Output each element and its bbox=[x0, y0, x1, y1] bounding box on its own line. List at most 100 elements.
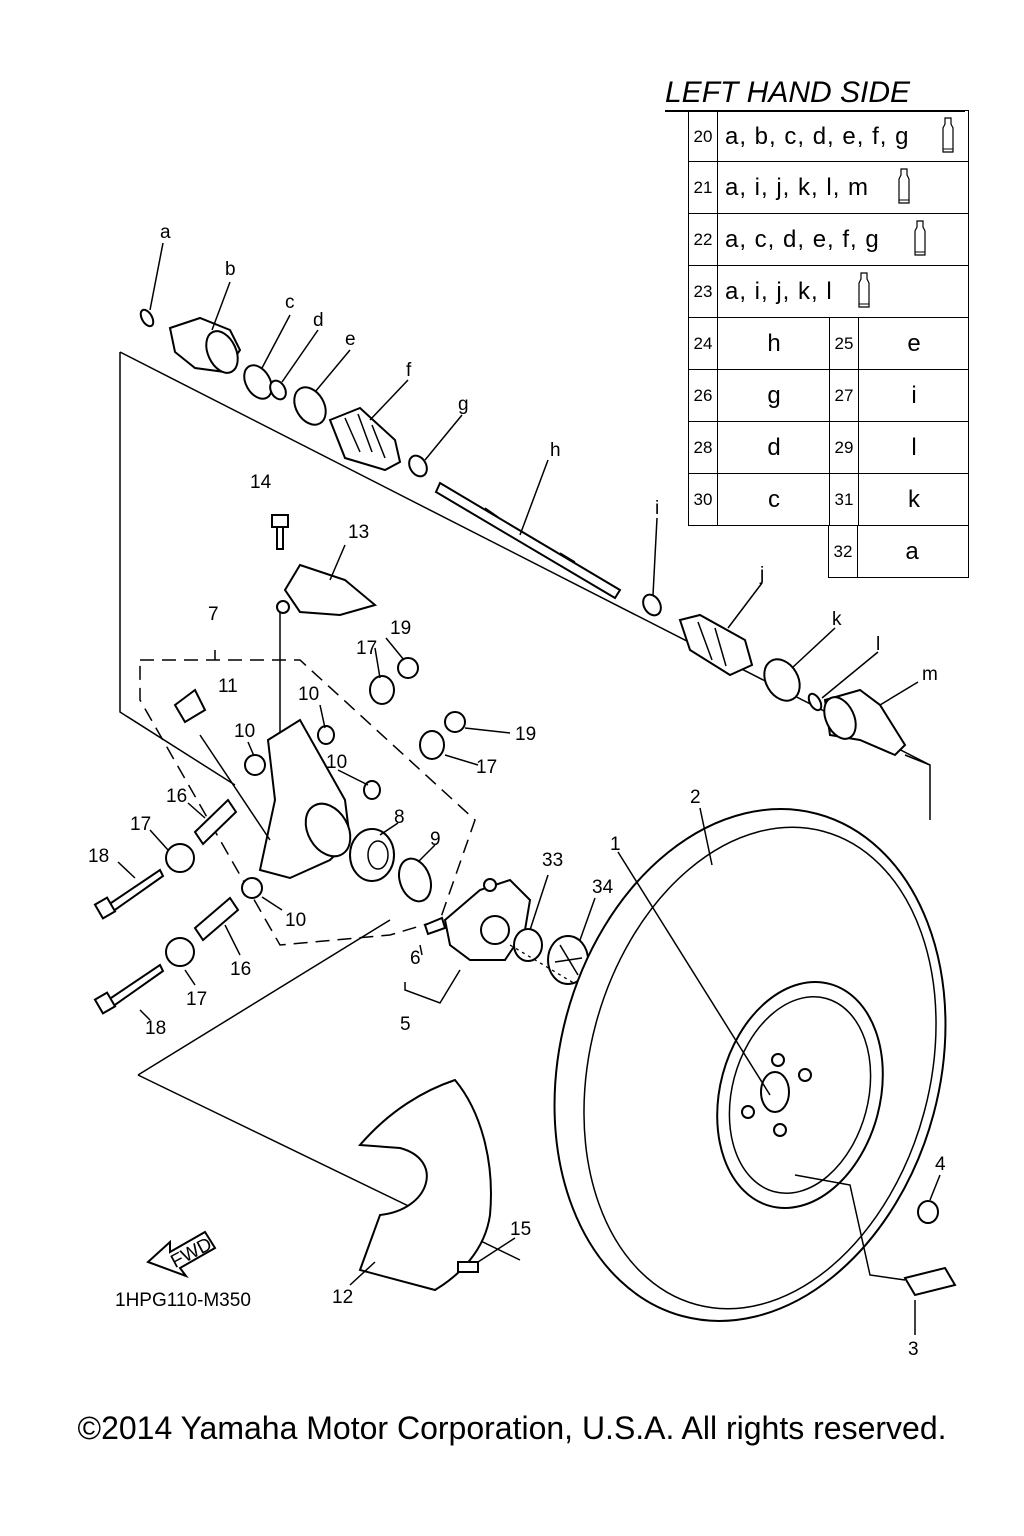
svg-text:k: k bbox=[832, 609, 842, 630]
guard-13 bbox=[276, 563, 378, 617]
legend-row-number: 24 bbox=[689, 318, 718, 369]
legend-pair-row: 26 g 27 i bbox=[688, 370, 969, 422]
boot-band-g bbox=[408, 454, 428, 478]
legend-title: LEFT HAND SIDE bbox=[665, 76, 965, 112]
knuckle bbox=[258, 718, 352, 880]
svg-text:19: 19 bbox=[515, 724, 536, 745]
svg-text:9: 9 bbox=[430, 829, 441, 850]
svg-text:34: 34 bbox=[592, 877, 614, 898]
boot-j bbox=[678, 613, 754, 677]
bolt-15 bbox=[457, 1261, 479, 1273]
legend-row-number: 29 bbox=[829, 422, 859, 473]
legend-row-number: 25 bbox=[829, 318, 859, 369]
stud-6 bbox=[423, 916, 447, 936]
cv-joint-m bbox=[823, 688, 907, 757]
disc-guard-12 bbox=[357, 1078, 492, 1292]
svg-text:10: 10 bbox=[298, 684, 319, 705]
svg-text:j: j bbox=[759, 564, 764, 585]
bolts-18 bbox=[93, 868, 165, 1015]
cap-34 bbox=[547, 935, 589, 985]
cv-joint-b bbox=[168, 316, 242, 374]
legend-row-number: 30 bbox=[689, 474, 718, 525]
svg-text:33: 33 bbox=[542, 850, 563, 871]
svg-text:10: 10 bbox=[326, 752, 347, 773]
legend-row-parts: i bbox=[911, 382, 917, 409]
legend-row-parts: a bbox=[905, 538, 919, 565]
svg-text:8: 8 bbox=[394, 807, 405, 828]
legend-row-number: 26 bbox=[689, 370, 718, 421]
part-labels: a b c d e f g h i j k l m 14 13 7 19 17 … bbox=[88, 222, 946, 1360]
svg-text:4: 4 bbox=[935, 1154, 946, 1175]
svg-text:10: 10 bbox=[285, 910, 306, 931]
svg-text:5: 5 bbox=[400, 1014, 411, 1035]
legend-pair-row: 30 c 31 k bbox=[688, 474, 969, 526]
svg-text:h: h bbox=[550, 440, 561, 461]
ring-c bbox=[243, 364, 273, 400]
wheel-1 bbox=[716, 981, 884, 1209]
svg-text:3: 3 bbox=[908, 1339, 919, 1360]
legend-row-number: 22 bbox=[689, 214, 718, 265]
svg-text:10: 10 bbox=[234, 721, 255, 742]
spacers-10 bbox=[241, 725, 381, 899]
svg-text:c: c bbox=[285, 292, 295, 313]
legend-row-number: 27 bbox=[829, 370, 859, 421]
exploded-parts-diagram: FWD bbox=[88, 222, 957, 1360]
legend-row-parts: g bbox=[767, 382, 781, 409]
wheel-nut-4 bbox=[917, 1200, 939, 1224]
circlip-9 bbox=[398, 857, 432, 903]
grease-tube-icon bbox=[942, 117, 954, 153]
ring-d bbox=[269, 379, 287, 401]
boot-band-e bbox=[293, 386, 327, 426]
svg-text:17: 17 bbox=[186, 989, 207, 1010]
svg-text:11: 11 bbox=[218, 676, 238, 697]
legend-row-number: 32 bbox=[829, 526, 858, 577]
svg-text:17: 17 bbox=[130, 814, 151, 835]
svg-text:14: 14 bbox=[250, 472, 272, 493]
legend-row-parts: l bbox=[911, 434, 917, 461]
svg-text:a: a bbox=[160, 222, 171, 243]
legend-row-parts: a, i, j, k, l, m bbox=[725, 174, 870, 201]
svg-text:b: b bbox=[225, 259, 236, 280]
legend-row-number: 20 bbox=[689, 111, 718, 161]
svg-text:13: 13 bbox=[348, 522, 369, 543]
svg-text:1HPG110-M350: 1HPG110-M350 bbox=[115, 1290, 251, 1311]
legend-last-row: 32 a bbox=[828, 526, 969, 578]
collars-16 bbox=[193, 798, 240, 942]
grease-tube-icon bbox=[914, 220, 926, 256]
svg-text:12: 12 bbox=[332, 1287, 353, 1308]
legend-row-parts: k bbox=[908, 486, 920, 513]
boot-band-i bbox=[642, 593, 662, 617]
boot-band-k bbox=[763, 658, 801, 702]
svg-text:e: e bbox=[345, 329, 356, 350]
valve-3 bbox=[903, 1266, 957, 1297]
legend-row-parts: a, c, d, e, f, g bbox=[725, 226, 880, 253]
drive-shaft-h bbox=[434, 481, 622, 600]
legend-pair-row: 28 d 29 l bbox=[688, 422, 969, 474]
legend-row: 20 a, b, c, d, e, f, g bbox=[688, 110, 969, 162]
nuts-19 bbox=[397, 657, 466, 733]
svg-text:f: f bbox=[406, 360, 412, 381]
svg-text:g: g bbox=[458, 394, 469, 415]
legend-pair-row: 24 h 25 e bbox=[688, 318, 969, 370]
svg-text:7: 7 bbox=[208, 604, 219, 625]
grease-nipple-11 bbox=[173, 688, 207, 724]
legend-row-parts: a, b, c, d, e, f, g bbox=[725, 123, 910, 150]
svg-text:18: 18 bbox=[145, 1018, 166, 1039]
grease-tube-icon bbox=[858, 272, 870, 308]
grease-tube-icon bbox=[898, 168, 910, 204]
bolt-14 bbox=[271, 514, 289, 550]
svg-text:6: 6 bbox=[410, 948, 421, 969]
knuckle-assembly-bracket bbox=[139, 650, 476, 946]
legend-row-number: 28 bbox=[689, 422, 718, 473]
leader-lines bbox=[117, 242, 941, 1335]
svg-text:16: 16 bbox=[166, 786, 187, 807]
svg-text:16: 16 bbox=[230, 959, 251, 980]
svg-text:18: 18 bbox=[88, 846, 109, 867]
svg-text:1: 1 bbox=[610, 834, 621, 855]
forward-arrow: FWD bbox=[146, 1230, 217, 1279]
svg-text:l: l bbox=[876, 634, 880, 655]
legend-row-number: 31 bbox=[829, 474, 859, 525]
circlip-l bbox=[807, 692, 823, 712]
legend-row-parts: a, i, j, k, l bbox=[725, 278, 833, 305]
bushings-17 bbox=[165, 675, 445, 967]
